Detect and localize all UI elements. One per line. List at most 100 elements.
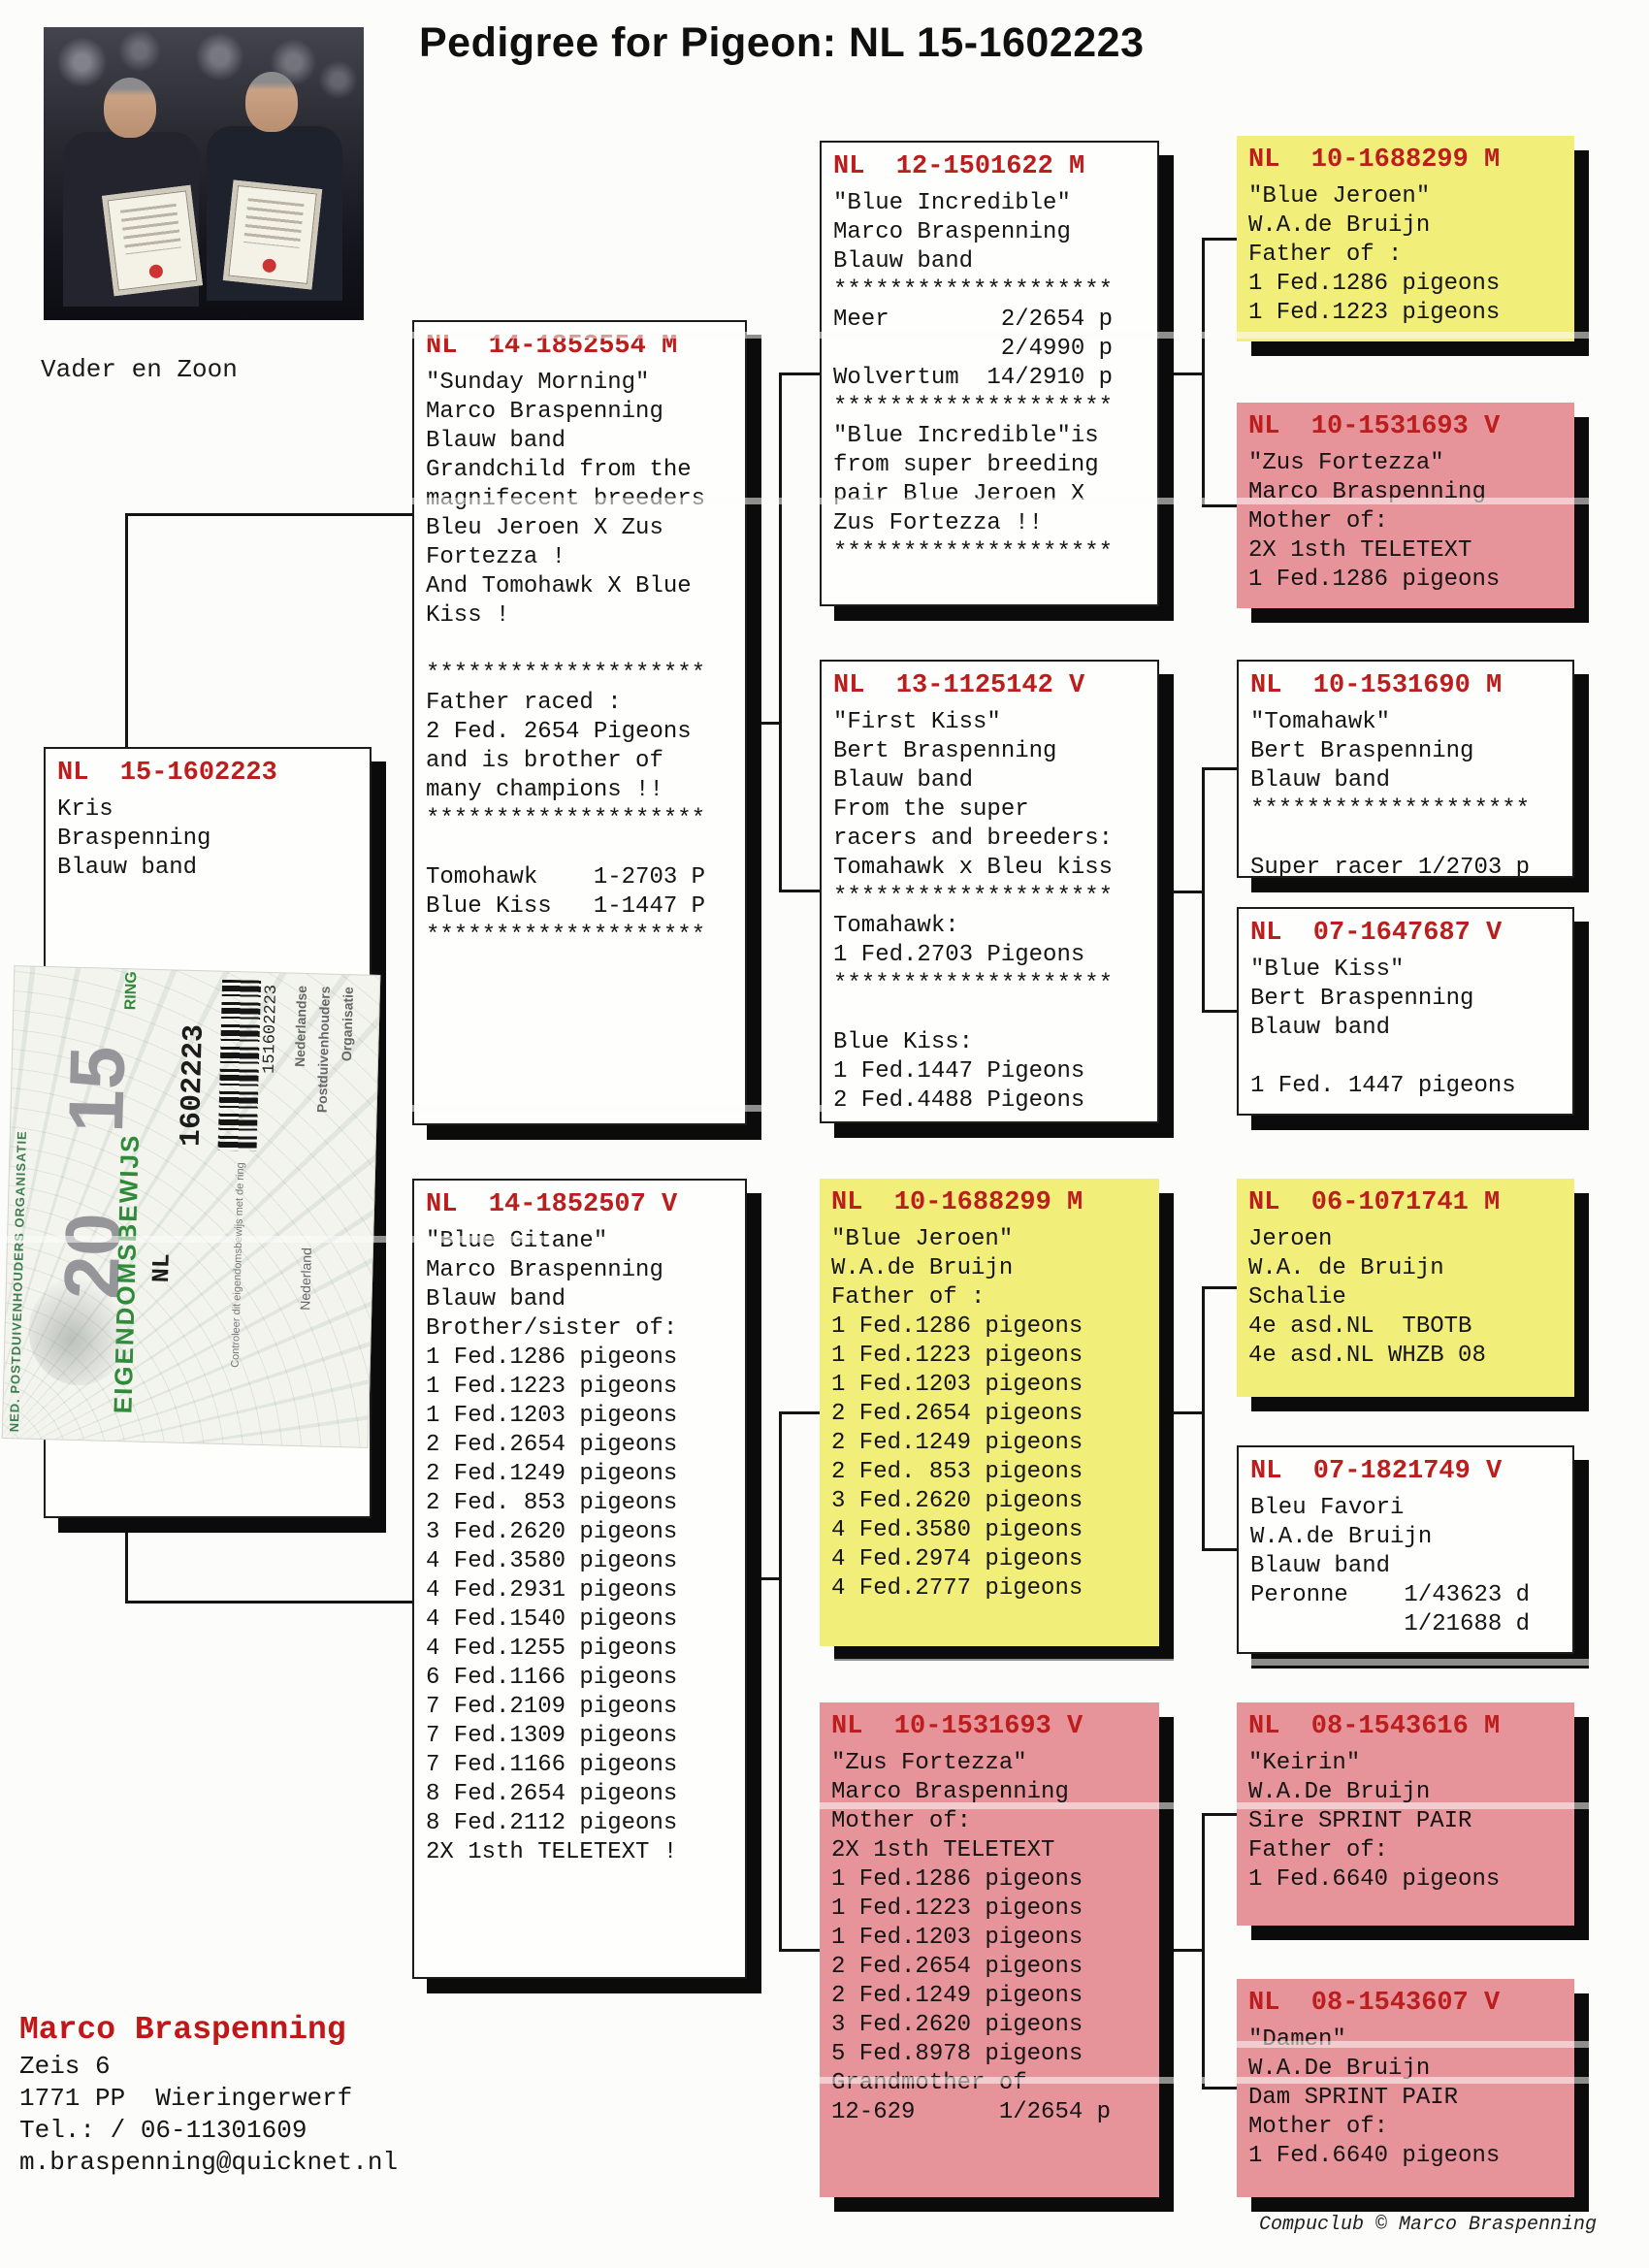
card-ring-word: RING <box>122 971 141 1011</box>
text-line: "Sunday Morning" <box>426 370 650 396</box>
text-line: Blauw band <box>57 855 198 881</box>
text-line: Marco Braspenning <box>426 1257 663 1283</box>
card-country-name: Nederland <box>297 1247 314 1311</box>
text-line: Father of : <box>831 1284 986 1311</box>
ring-number-subject: NL 15-1602223 <box>57 759 277 788</box>
text-line: Grandmother of <box>831 2070 1027 2096</box>
text-line: racers and breeders: <box>833 826 1114 852</box>
connector-line <box>1159 373 1204 375</box>
text-line: 2/4990 p <box>833 336 1114 362</box>
text-line: 1 Fed.1223 pigeons <box>831 1895 1083 1922</box>
text-line: ******************** <box>833 394 1114 420</box>
text-line: 2 Fed.2654 pigeons <box>831 1401 1083 1427</box>
text-line: 3 Fed.2620 pigeons <box>831 2012 1083 2038</box>
text-line: W.A.de Bruijn <box>1248 212 1431 239</box>
text-line: Kiss ! <box>426 602 510 629</box>
text-line: 4 Fed.2974 pigeons <box>831 1546 1083 1572</box>
text-line: Mother of: <box>831 1808 972 1834</box>
connector-line <box>779 1411 820 1414</box>
text-line: Blauw band <box>426 1286 566 1312</box>
ownership-ring-card: NED. POSTDUIVENHOUDERS ORGANISATIE 15 20… <box>1 965 381 1448</box>
contact-name: Marco Braspenning <box>19 2012 346 2048</box>
text-line: from super breeding <box>833 452 1099 478</box>
connector-line <box>126 513 412 516</box>
pedigree-box-grandparent-4: NL 10-1531693 V "Zus Fortezza"Marco Bras… <box>820 1702 1159 2197</box>
text-line: many champions !! <box>426 777 663 803</box>
text-line: ******************** <box>833 539 1114 566</box>
text-line: 8 Fed.2654 pigeons <box>426 1781 678 1807</box>
page-title: Pedigree for Pigeon: NL 15-1602223 <box>419 19 1145 66</box>
text-line: Tomahawk: <box>833 913 959 939</box>
text-line: Bleu Jeroen X Zus <box>426 515 663 541</box>
text-line: Dam SPRINT PAIR <box>1248 2085 1459 2111</box>
ring-number-father: NL 14-1852554 M <box>426 332 678 361</box>
text-line: And Tomohawk X Blue <box>426 573 692 599</box>
ring-number-gg7: NL 08-1543616 M <box>1248 1712 1501 1741</box>
text-line: Bleu Favori <box>1250 1495 1405 1521</box>
card-org-line-3: Organisatie <box>338 986 356 1062</box>
ring-number-gg1: NL 10-1688299 M <box>1248 146 1501 175</box>
text-line: "Blue Incredible"is <box>833 423 1099 449</box>
text-line: "Zus Fortezza" <box>831 1750 1027 1776</box>
text-line: Blauw band <box>833 248 974 275</box>
text-line: 1 Fed.1447 Pigeons <box>833 1058 1085 1085</box>
text-line: 4 Fed.1540 pigeons <box>426 1606 678 1633</box>
text-line: 3 Fed.2620 pigeons <box>831 1488 1083 1514</box>
certificate-left <box>102 184 203 297</box>
connector-line <box>1202 2087 1237 2090</box>
pedigree-box-greatgrandparent-4: NL 07-1647687 V "Blue Kiss"Bert Braspenn… <box>1237 907 1574 1116</box>
text-line: Mother of: <box>1248 508 1389 535</box>
text-line: 1 Fed.6640 pigeons <box>1248 2143 1501 2169</box>
text-line: 7 Fed.1166 pigeons <box>426 1752 678 1778</box>
text-line: Super racer 1/2703 p <box>1250 855 1531 878</box>
barcode-number: 151602223 <box>260 984 282 1075</box>
text-line: 4 Fed.1255 pigeons <box>426 1636 678 1662</box>
text-line: W.A.de Bruijn <box>1250 1524 1433 1550</box>
pedigree-box-greatgrandparent-3: NL 10-1531690 M "Tomahawk"Bert Braspenni… <box>1237 660 1574 878</box>
photo-vader-en-zoon <box>44 27 364 320</box>
ring-number-gg4: NL 07-1647687 V <box>1250 919 1503 948</box>
connector-line <box>125 513 128 749</box>
pedigree-box-mother: NL 14-1852507 V "Blue Gitane"Marco Brasp… <box>412 1179 747 1979</box>
text-line: ******************** <box>426 923 706 949</box>
text-line: 4e asd.NL WHZB 08 <box>1248 1343 1486 1369</box>
text-line: Grandchild from the <box>426 457 692 483</box>
ring-number-gp4: NL 10-1531693 V <box>831 1712 1083 1741</box>
text-line <box>1250 1043 1561 1072</box>
text-line: 12-629 1/2654 p <box>831 2099 1112 2125</box>
text-line: "Blue Jeroen" <box>831 1226 1014 1252</box>
scan-streak <box>815 1659 1649 1666</box>
text-line: "Blue Jeroen" <box>1248 183 1431 210</box>
connector-line <box>1202 1286 1237 1289</box>
text-line: "Blue Incredible" <box>833 190 1071 216</box>
connector-line <box>1159 1949 1204 1952</box>
text-line: 1 Fed.1203 pigeons <box>831 1925 1083 1951</box>
connector-line <box>126 1601 413 1604</box>
connector-line <box>1159 1411 1204 1414</box>
text-line: Father of: <box>1248 1837 1389 1863</box>
ring-number-gp1: NL 12-1501622 M <box>833 152 1085 181</box>
text-line: 4 Fed.2777 pigeons <box>831 1575 1083 1602</box>
barcode <box>217 979 262 1151</box>
connector-line <box>779 373 782 892</box>
ring-number-gg6: NL 07-1821749 V <box>1250 1457 1503 1486</box>
text-line: Brother/sister of: <box>426 1315 678 1342</box>
text-line: magnifecent breeders <box>426 486 706 512</box>
text-line: Blue Kiss: <box>833 1029 974 1055</box>
text-line: Schalie <box>1248 1284 1346 1311</box>
text-line: 7 Fed.1309 pigeons <box>426 1723 678 1749</box>
pedigree-box-grandparent-2: NL 13-1125142 V "First Kiss"Bert Braspen… <box>820 660 1159 1123</box>
text-line: Blue Kiss 1-1447 P <box>426 893 706 920</box>
text-line: Wolvertum 14/2910 p <box>833 365 1114 391</box>
text-line: 1771 PP Wieringerwerf <box>19 2084 353 2113</box>
photo-caption: Vader en Zoon <box>41 355 238 384</box>
text-line: 4 Fed.3580 pigeons <box>426 1548 678 1574</box>
